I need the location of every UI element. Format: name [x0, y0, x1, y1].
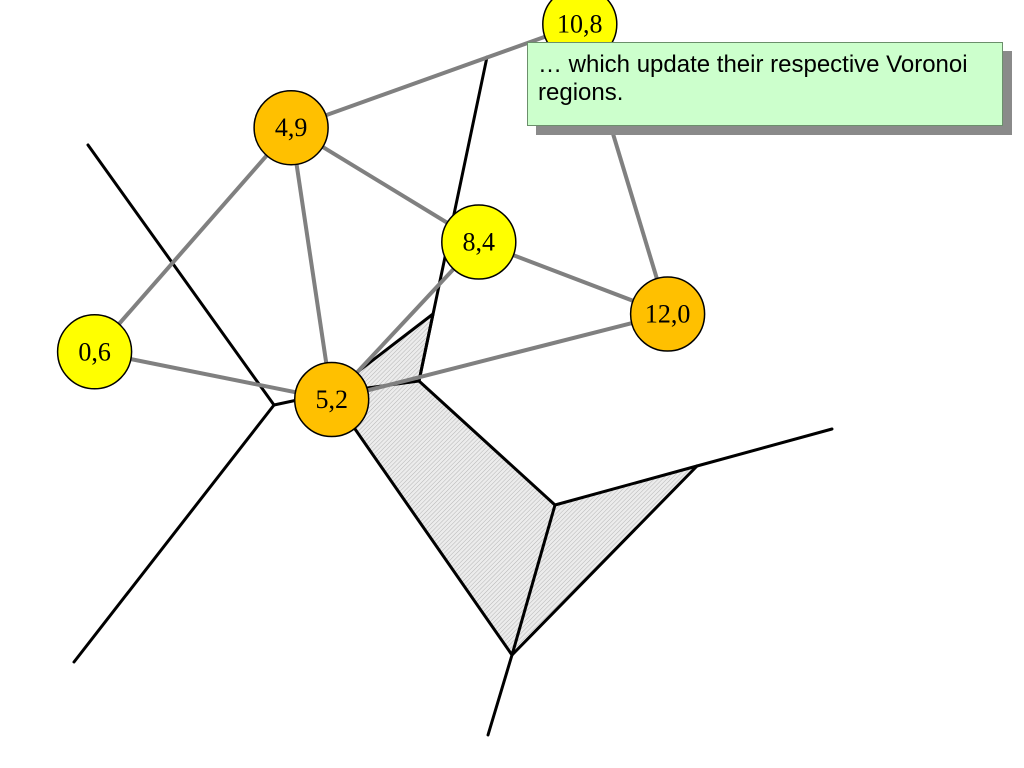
voronoi-edge [486, 653, 514, 737]
site-node: 4,9 [253, 89, 329, 166]
voronoi-edge [72, 403, 276, 664]
delaunay-edge [93, 126, 293, 354]
updated-voronoi-region [330, 314, 697, 655]
site-label: 4,9 [275, 113, 308, 142]
site-node: 8,4 [441, 204, 517, 280]
voronoi-edge [510, 464, 699, 657]
site-label: 10,8 [557, 10, 603, 39]
delaunay-edge [290, 22, 581, 130]
voronoi-edge [328, 391, 514, 657]
callout-box: … which update their respective Voronoi … [527, 42, 1003, 126]
voronoi-edge [695, 427, 834, 468]
site-circle [441, 204, 517, 280]
callout-text: … which update their respective Voronoi … [538, 51, 968, 106]
voronoi-edge [417, 379, 557, 507]
site-label: 12,0 [645, 300, 691, 329]
voronoi-edge [553, 464, 699, 507]
sites: 4,9 10,8 0,6 8,4 5,2 12,0 [56, 0, 706, 438]
delaunay-edge [331, 312, 669, 402]
delaunay-edge [289, 127, 334, 400]
site-label: 5,2 [315, 385, 348, 414]
site-circle [56, 314, 133, 390]
site-circle [629, 276, 706, 352]
site-label: 0,6 [78, 337, 111, 366]
voronoi-edge [510, 503, 557, 657]
site-circle [293, 361, 370, 438]
site-label: 8,4 [463, 228, 496, 257]
voronoi-edges [72, 55, 834, 737]
delaunay-edge [94, 349, 333, 402]
site-node: 0,6 [56, 314, 133, 390]
site-node: 12,0 [629, 276, 706, 352]
voronoi-edge [86, 143, 276, 407]
site-node: 5,2 [293, 361, 370, 438]
site-circle [253, 89, 329, 166]
